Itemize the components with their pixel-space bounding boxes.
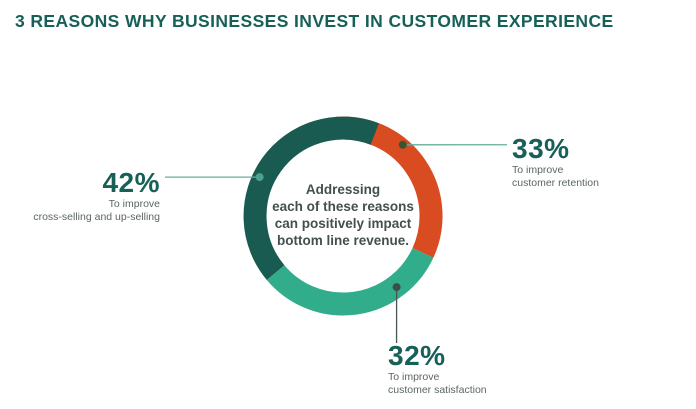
leader-dot-satisfaction [392,283,401,292]
callout-satisfaction-value: 32% [388,340,446,371]
center-text-line: each of these reasons [272,199,414,214]
callout-cross-selling-value: 42% [102,167,160,198]
center-text-line: can positively impact [274,216,412,231]
leader-dot-retention [398,140,407,149]
callout-satisfaction-label: customer satisfaction [388,383,487,396]
leader-dot-cross-selling [255,173,264,182]
donut-slice [243,116,379,280]
callout-cross-selling: 42% To improve cross-selling and up-sell… [33,168,160,223]
callout-customer-satisfaction: 32% To improve customer satisfaction [388,341,487,396]
callout-cross-selling-label: cross-selling and up-selling [33,210,160,223]
center-text-line: bottom line revenue. [276,233,410,248]
donut-slice [266,247,434,316]
callout-satisfaction-label: To improve [388,371,440,383]
center-text-line: Addressing [305,182,381,197]
page-title: 3 REASONS WHY BUSINESSES INVEST IN CUSTO… [15,11,614,31]
callout-retention-label: To improve [512,164,564,176]
callout-cross-selling-label: To improve [108,198,160,210]
donut-center-text: Addressing each of these reasons can pos… [233,181,453,249]
callout-retention-value: 33% [512,133,570,164]
callout-retention-label: customer retention [512,176,599,189]
callout-customer-retention: 33% To improve customer retention [512,134,599,189]
